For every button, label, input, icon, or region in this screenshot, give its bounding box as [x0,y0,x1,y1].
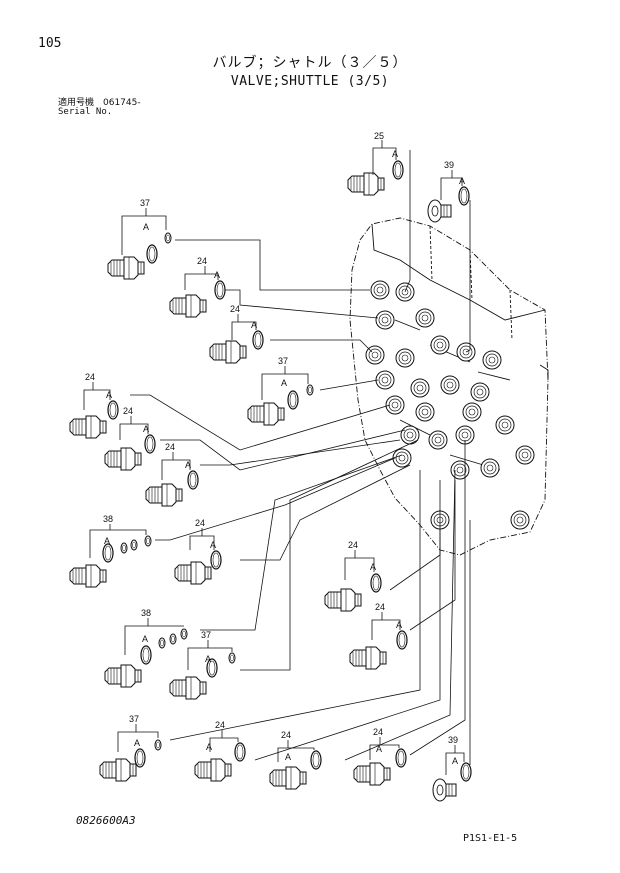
callout-sub-label: A [143,222,149,232]
part-group-37-c [169,652,236,700]
callout-brackets [83,140,465,775]
callout-sub-label: A [370,562,376,572]
callout-sub-label: A [206,742,212,752]
callout-label: 24 [373,727,383,737]
callout-label: 24 [123,406,133,416]
callout-label: 37 [140,198,150,208]
part-group-24-a [169,280,226,318]
part-group-24-g [324,573,382,612]
part-group-39-top [427,186,470,223]
part-group-39-bottom [432,762,472,802]
leader-lines [130,150,471,765]
callout-sub-label: A [459,176,465,186]
page-title-japanese: バルブ；シャトル（３／５） [212,55,408,71]
part-group-24-c [69,400,119,439]
callout-label: 24 [195,518,205,528]
part-group-24-e [145,470,199,507]
valve-body [349,217,549,556]
part-group-38-a [69,535,152,588]
callout-sub-label: A [285,752,291,762]
callout-label: 24 [281,730,291,740]
callout-sub-label: A [281,378,287,388]
callout-sub-label: A [104,536,110,546]
callout-label: 37 [201,630,211,640]
callout-label: 24 [85,372,95,382]
callout-label: 39 [448,735,458,745]
callout-sub-label: A [134,738,140,748]
part-group-37-b [247,384,314,426]
drawing-number: 0826600A3 [76,814,136,827]
callout-label: 38 [141,608,151,618]
callout-label: 38 [103,514,113,524]
serial-label-japanese: 適用号機 061745- [58,98,141,108]
page-code: P1S1-E1-5 [463,833,518,844]
callout-sub-label: A [142,634,148,644]
page-number: 105 [38,36,62,51]
callout-label: 37 [129,714,139,724]
callout-label: 24 [165,442,175,452]
callout-sub-label: A [392,149,398,159]
part-group-24-h [349,630,408,670]
callout-label: 24 [348,540,358,550]
serial-label-english: Serial No. [58,107,113,117]
callout-label: 25 [374,131,384,141]
callout-sub-label: A [214,270,220,280]
callout-label: 24 [375,602,385,612]
callout-sub-label: A [396,620,402,630]
page-title-english: VALVE;SHUTTLE (3/5) [230,74,390,89]
callout-label: 24 [230,304,240,314]
callout-sub-label: A [106,390,112,400]
callout-sub-label: A [143,424,149,434]
part-group-24-f [174,550,222,585]
callout-label: 39 [444,160,454,170]
callout-label: 24 [197,256,207,266]
callout-sub-label: A [251,320,257,330]
callout-label: 37 [278,356,288,366]
callout-sub-label: A [185,460,191,470]
part-group-24-b [209,330,264,364]
part-group-24-i [194,742,246,782]
callout-labels: 25 A 39 A 37 A 24 A 24 A 37 A 24 A 24 A … [85,131,465,766]
part-group-24-k [353,748,407,786]
part-group-25 [347,160,404,196]
part-group-24-d [104,434,156,471]
callout-sub-label: A [376,744,382,754]
callout-sub-label: A [210,540,216,550]
callout-sub-label: A [452,756,458,766]
part-group-37-d [99,739,162,782]
callout-label: 24 [215,720,225,730]
part-group-37-a [107,232,172,280]
callout-sub-label: A [205,654,211,664]
